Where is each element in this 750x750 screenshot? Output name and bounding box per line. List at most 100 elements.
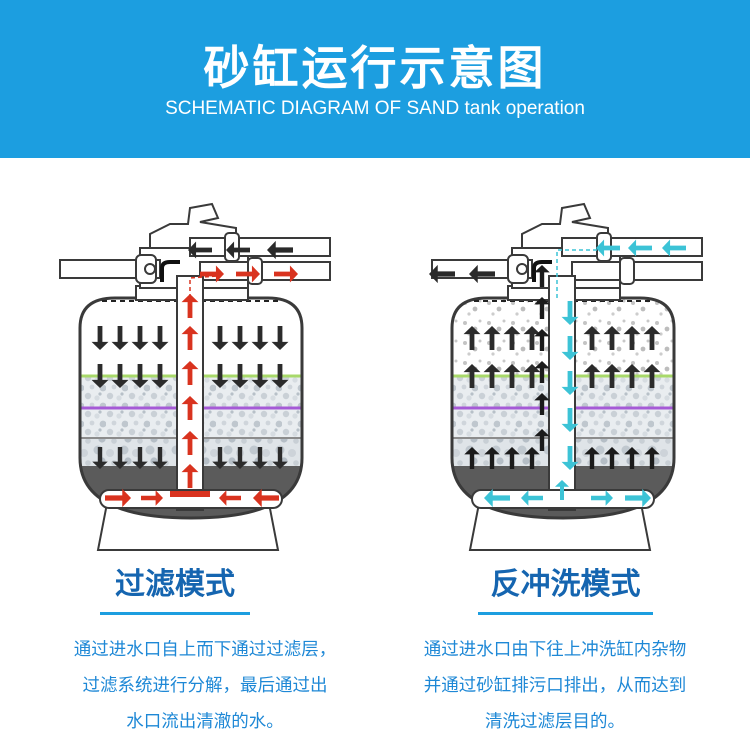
center-up-arrow	[181, 396, 199, 420]
bed-arrow	[644, 447, 660, 469]
header-banner	[0, 0, 750, 158]
backwash-mode-description: 通过进水口由下往上冲洗缸内杂物 并通过砂缸排污口排出，从而达到 清洗过滤层目的。	[385, 632, 725, 740]
bed-arrow	[211, 326, 229, 350]
bed-arrow	[231, 364, 249, 388]
inlet-arrow	[188, 241, 212, 259]
rising-arrow	[534, 361, 550, 383]
bed-arrow	[523, 364, 541, 388]
lateral-arrow	[521, 490, 543, 506]
flow-dash	[189, 275, 219, 298]
bed-arrow	[91, 326, 109, 350]
lateral-arrow	[591, 490, 613, 506]
bed-arrow	[251, 364, 269, 388]
bed-arrow	[484, 447, 500, 469]
lateral-arrow	[253, 488, 279, 508]
bed-arrow	[583, 364, 601, 388]
bed-arrow	[231, 326, 249, 350]
filter-mode-title: 过滤模式	[100, 563, 250, 615]
bed-arrow	[151, 364, 169, 388]
lower-right-pipe	[571, 261, 703, 281]
filter-mode-underline	[100, 612, 250, 615]
bed-arrow	[463, 364, 481, 388]
lateral-junction	[170, 491, 210, 497]
bed-arrow	[623, 364, 641, 388]
center-up-arrow	[181, 431, 199, 455]
bed-arrow	[483, 326, 501, 350]
flow-dash	[556, 249, 602, 298]
bed-arrow	[643, 364, 661, 388]
bed-arrow	[212, 447, 228, 469]
filter-desc-line-2: 过滤系统进行分解，最后通过出	[82, 676, 328, 696]
bed-arrow	[251, 326, 269, 350]
rising-arrow	[534, 329, 550, 351]
bed-arrow	[604, 447, 620, 469]
center-down-arrow	[561, 371, 579, 395]
bed-arrow	[524, 447, 540, 469]
bed-arrow	[603, 326, 621, 350]
backwash-tank	[429, 202, 703, 551]
bed-arrow	[131, 326, 149, 350]
lower-right-pipe	[199, 261, 331, 281]
center-down-arrow	[561, 301, 579, 325]
inlet-arrow	[662, 239, 686, 257]
center-up-arrow	[181, 294, 199, 318]
rising-arrow	[534, 265, 550, 287]
bed-arrow	[111, 326, 129, 350]
pipe-elbow	[160, 260, 180, 282]
center-up-arrow	[181, 326, 199, 350]
bed-arrow	[252, 447, 268, 469]
bed-arrow	[151, 326, 169, 350]
upper-right-pipe	[189, 237, 331, 257]
lateral-arrow	[141, 490, 163, 506]
center-up-arrow	[181, 464, 199, 488]
bed-arrow	[232, 447, 248, 469]
inlet-arrow	[267, 240, 293, 260]
center-down-arrow	[561, 336, 579, 360]
inlet-arrow	[226, 241, 250, 259]
bed-arrow	[152, 447, 168, 469]
bed-arrow	[583, 326, 601, 350]
bed-arrow	[504, 447, 520, 469]
lateral-arrow	[625, 488, 651, 508]
inlet-arrow	[596, 239, 620, 257]
center-down-arrow	[561, 408, 579, 432]
bed-arrow	[464, 447, 480, 469]
bed-arrow	[584, 447, 600, 469]
bed-arrow	[643, 326, 661, 350]
bed-arrow	[211, 364, 229, 388]
page-subtitle: SCHEMATIC DIAGRAM OF SAND tank operation	[165, 98, 585, 119]
rising-arrow	[534, 297, 550, 319]
left-pipe-nut	[144, 263, 156, 275]
filter-mode-description: 通过进水口自上而下通过过滤层， 过滤系统进行分解，最后通过出 水口流出清澈的水。	[40, 632, 370, 740]
backwash-desc-line-1: 通过进水口由下往上冲洗缸内杂物	[423, 640, 687, 660]
left-pipe-nut	[516, 263, 528, 275]
lateral-manifold	[99, 489, 283, 509]
lateral-arrow	[105, 488, 131, 508]
bed-arrow	[483, 364, 501, 388]
bed-arrow	[603, 364, 621, 388]
page-title: 砂缸运行示意图	[203, 41, 547, 95]
backwash-desc-line-3: 清洗过滤层目的。	[485, 712, 625, 732]
bed-arrow	[112, 447, 128, 469]
center-down-arrow	[561, 446, 579, 470]
backwash-mode-title: 反冲洗模式	[478, 563, 653, 615]
bed-arrow	[523, 326, 541, 350]
bed-arrow	[111, 364, 129, 388]
rising-arrow	[534, 429, 550, 451]
filter-desc-line-3: 水口流出清澈的水。	[126, 712, 284, 732]
lateral-arrow	[554, 480, 570, 500]
center-up-arrow	[181, 361, 199, 385]
bed-arrow	[463, 326, 481, 350]
outlet-arrow	[274, 265, 298, 283]
bed-arrow	[272, 447, 288, 469]
backwash-mode-label: 反冲洗模式	[490, 567, 641, 602]
bed-arrow	[132, 447, 148, 469]
bed-arrow	[503, 364, 521, 388]
bed-arrow	[91, 364, 109, 388]
backwash-mode-underline	[478, 612, 653, 615]
bed-arrow	[624, 447, 640, 469]
tank-diagram	[59, 202, 703, 551]
bed-arrow	[92, 447, 108, 469]
bed-arrow	[503, 326, 521, 350]
drain-arrow	[429, 264, 455, 284]
